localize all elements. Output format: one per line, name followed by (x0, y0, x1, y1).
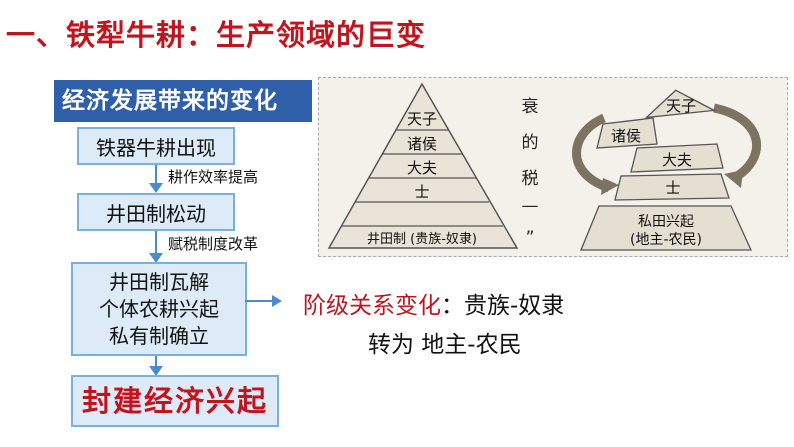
flow-note: 耕作效率提高 (168, 168, 259, 186)
page-title: 一、铁犁牛耕：生产领域的巨变 (6, 18, 427, 52)
broken-piece (580, 205, 753, 251)
cycle-arrow-right-icon (712, 103, 762, 182)
broken-piece (644, 89, 717, 119)
pyramid-level: 诸侯 (407, 135, 437, 153)
flow-step-line: 私有制确立 (109, 323, 209, 348)
side-char: — (522, 196, 539, 216)
broken-piece (596, 117, 658, 149)
broken-level: 诸侯 (611, 127, 641, 145)
broken-level: 私田兴起 (638, 214, 694, 230)
cycle-arrow-left-icon (572, 113, 611, 193)
pyramid-illustration: 天子 诸侯 大夫 士 井田制 (贵族-奴隶) 衰 的 税 — ” 天子 诸侯 大… (327, 82, 762, 251)
broken-piece (630, 143, 724, 173)
flow-arrow-down-icon (149, 183, 163, 193)
class-change-line1: 阶级关系变化：贵族-奴隶 (303, 286, 564, 320)
pyramid-level: 井田制 (贵族-奴隶) (367, 231, 477, 247)
flow-step-line: 井田制瓦解 (109, 269, 209, 294)
broken-level: (地主-农民) (630, 232, 702, 248)
side-char: 的 (522, 133, 539, 153)
flow-arrow-down-icon (149, 366, 163, 376)
broken-level: 士 (665, 179, 680, 197)
flow-step-label: 井田制松动 (106, 201, 206, 226)
broken-level: 天子 (666, 97, 696, 115)
flow-result: 封建经济兴起 (71, 375, 279, 427)
right-arrow-line (245, 300, 275, 302)
side-char: 衰 (522, 97, 539, 117)
flow-connector (155, 231, 157, 255)
pyramid-shape (327, 82, 519, 249)
side-char: ” (526, 228, 535, 248)
flow-arrow-down-icon (149, 253, 163, 263)
pyramid-level: 天子 (407, 110, 437, 128)
flow-step-jingtian-loosen: 井田制松动 (77, 193, 235, 231)
side-char: 税 (522, 169, 539, 189)
flow-step-iron-ox: 铁器牛耕出现 (77, 127, 235, 165)
pyramid-level: 士 (414, 183, 429, 201)
pyramid-level: 大夫 (407, 159, 437, 177)
class-change-line2: 转为 地主-农民 (368, 332, 522, 358)
section-banner: 经济发展带来的变化 (54, 80, 312, 122)
class-change-heading: 阶级关系变化 (303, 293, 441, 319)
social-structure-figure: 天子 诸侯 大夫 士 井田制 (贵族-奴隶) 衰 的 税 — ” 天子 诸侯 大… (318, 77, 788, 257)
flow-connector (155, 165, 157, 185)
flow-note: 赋税制度改革 (168, 235, 259, 253)
broken-level: 大夫 (662, 151, 692, 169)
flow-connector (155, 356, 157, 368)
flow-step-line: 个体农耕兴起 (99, 296, 219, 321)
broken-piece (614, 173, 730, 201)
flow-step-collapse: 井田制瓦解 个体农耕兴起 私有制确立 (71, 262, 247, 356)
flow-step-label: 铁器牛耕出现 (96, 135, 216, 160)
right-arrow-icon (272, 295, 282, 307)
class-change-old: ：贵族-奴隶 (441, 293, 565, 319)
